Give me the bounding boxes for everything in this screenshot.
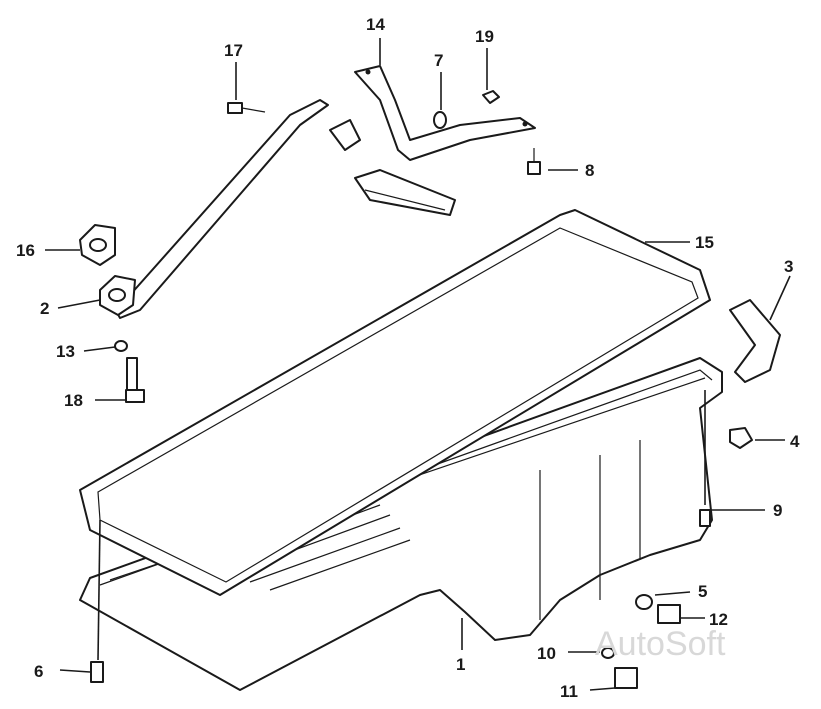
pickup-flange: [99, 275, 136, 316]
callout-10: 10: [537, 644, 556, 663]
callout-11: 11: [560, 682, 578, 701]
callout-17: 17: [224, 41, 243, 60]
leader-lines: [45, 38, 791, 691]
callout-labels: 14 17 7 19 8 15 16 2 13 18 3 4 9 5 12 10…: [16, 15, 800, 701]
callout-12: 12: [709, 610, 728, 629]
fasteners: [90, 90, 781, 689]
callout-6: 6: [34, 662, 43, 681]
callout-4: 4: [790, 432, 800, 451]
flange-gasket: [79, 224, 116, 266]
callout-15: 15: [695, 233, 714, 252]
callout-13: 13: [56, 342, 75, 361]
callout-19: 19: [475, 27, 494, 46]
oil-pickup-tube: [109, 99, 456, 319]
callout-1: 1: [456, 655, 465, 674]
callout-9: 9: [773, 501, 782, 520]
callout-16: 16: [16, 241, 35, 260]
watermark: AutoSoft: [595, 625, 726, 663]
callout-5: 5: [698, 582, 707, 601]
callout-18: 18: [64, 391, 83, 410]
callout-7: 7: [434, 51, 443, 70]
callout-8: 8: [585, 161, 594, 180]
bracket: [354, 65, 536, 161]
callout-3: 3: [784, 257, 793, 276]
callout-14: 14: [366, 15, 385, 34]
callout-2: 2: [40, 299, 49, 318]
